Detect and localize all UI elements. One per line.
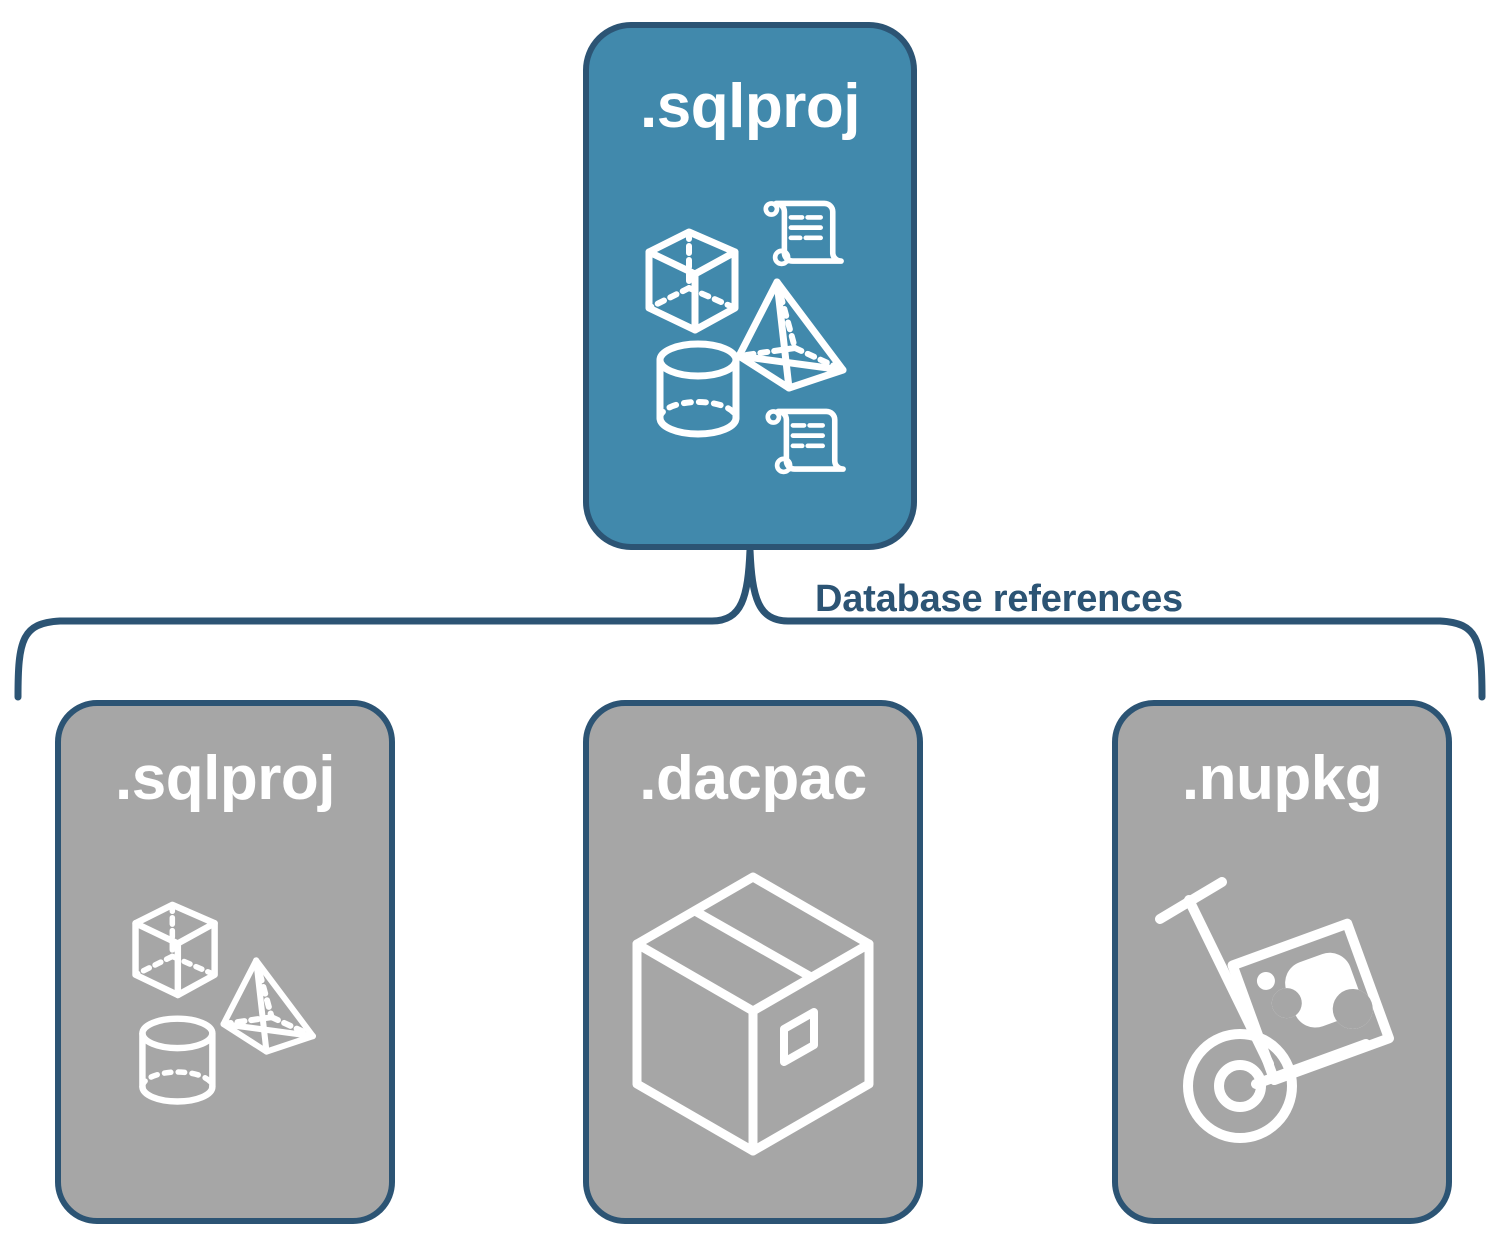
leaf-card-sqlproj[interactable]: .sqlproj [55, 700, 395, 1224]
cylinder-icon [139, 1015, 216, 1105]
cylinder-icon [656, 340, 740, 438]
leaf-dacpac-icon-group [589, 810, 917, 1218]
root-card-sqlproj[interactable]: .sqlproj [583, 22, 917, 550]
package-box-icon [632, 872, 874, 1156]
cube-icon [645, 228, 739, 334]
leaf-card-title-dacpac: .dacpac [639, 744, 867, 813]
leaf-sqlproj-icon-group [61, 810, 389, 1218]
leaf-nupkg-icon-group [1118, 810, 1446, 1218]
root-card-icon-group [589, 134, 911, 544]
scroll-icon [765, 408, 846, 475]
leaf-card-title-nupkg: .nupkg [1181, 744, 1383, 813]
nuget-package-icon [1227, 918, 1394, 1086]
leaf-card-title-sqlproj: .sqlproj [115, 744, 335, 813]
leaf-card-nupkg[interactable]: .nupkg [1112, 700, 1452, 1224]
scroll-icon [763, 200, 844, 267]
database-references-brace [0, 545, 1500, 705]
cube-icon [132, 901, 218, 999]
pyramid-icon [735, 278, 847, 392]
database-references-label: Database references [815, 578, 1183, 620]
leaf-card-dacpac[interactable]: .dacpac [583, 700, 923, 1224]
root-card-title: .sqlproj [640, 72, 860, 141]
pyramid-icon [220, 957, 316, 1055]
